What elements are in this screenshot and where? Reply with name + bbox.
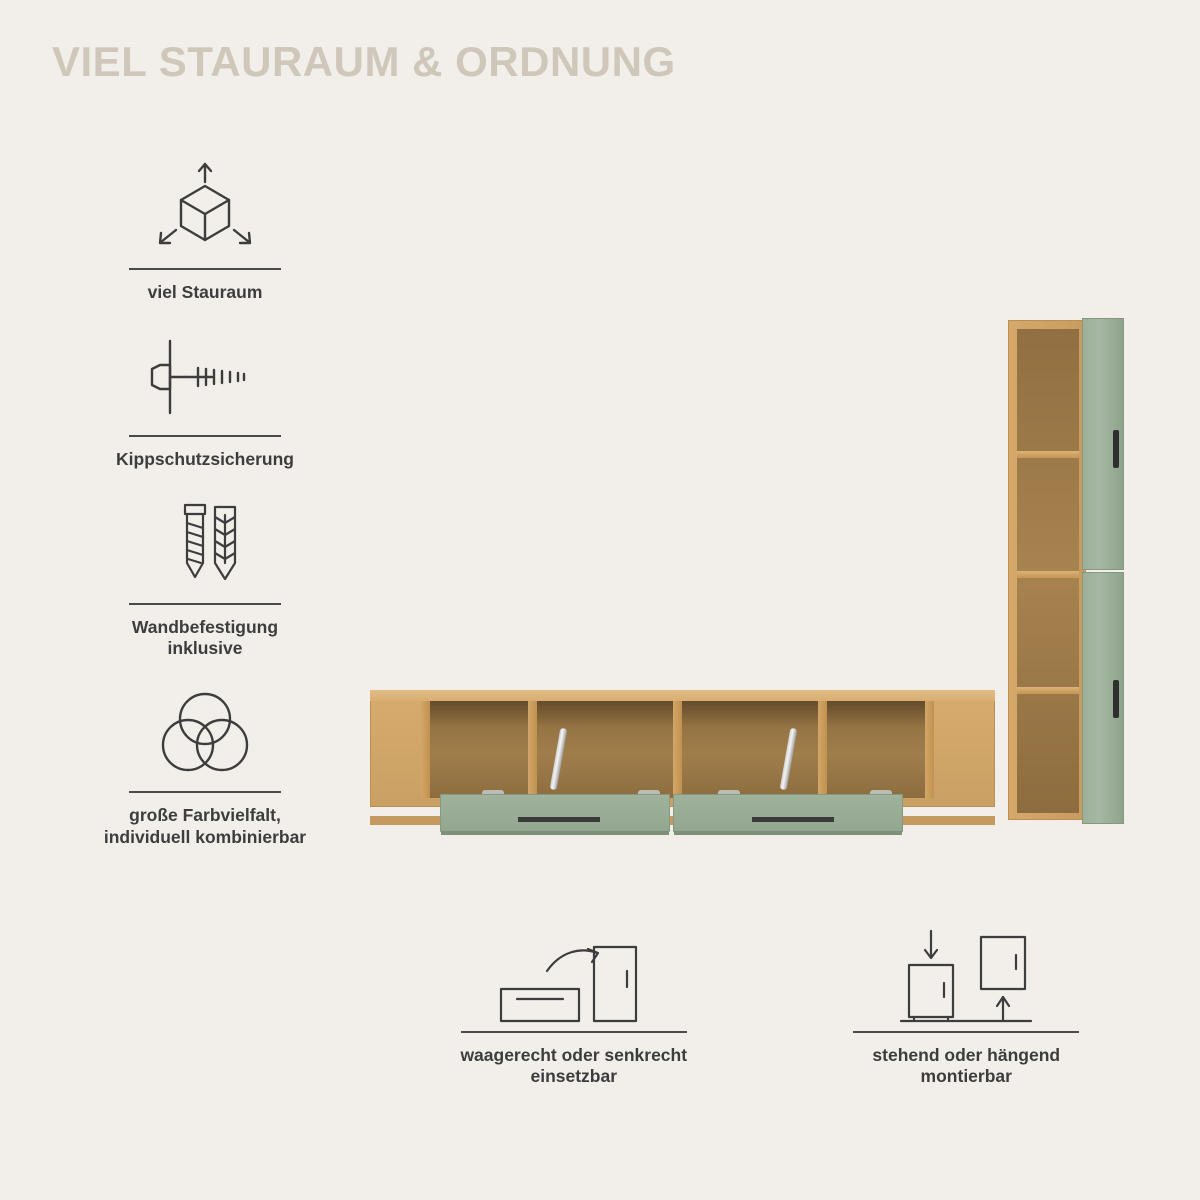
lowboard-divider xyxy=(528,701,537,798)
wall-anchor-screw-icon xyxy=(130,327,280,427)
flap-shadow-bar xyxy=(518,817,600,822)
feature-list: viel Stauraum xyxy=(60,160,350,872)
cube-arrows-icon xyxy=(145,160,265,260)
tall-cabinet-shelf xyxy=(1017,451,1079,458)
feature-label: Kippschutzsicherung xyxy=(116,449,294,470)
lowboard-divider xyxy=(673,701,682,798)
screw-and-dowel-icon xyxy=(145,495,265,595)
flap-door-left xyxy=(440,794,670,835)
feature-label-line2: montierbar xyxy=(920,1066,1012,1087)
feature-item-color-variety: große Farbvielfalt, individuell kombinie… xyxy=(60,683,350,848)
feature-divider xyxy=(129,791,281,794)
feature-label-line2: inklusive xyxy=(167,638,243,659)
feature-item-wall-mount: Wandbefestigung inklusive xyxy=(60,495,350,660)
feature-label-line1: stehend oder hängend xyxy=(872,1045,1061,1065)
lowboard-with-two-flap-doors xyxy=(370,690,995,835)
feature-divider xyxy=(129,435,281,438)
horizontal-vertical-icon xyxy=(489,925,659,1025)
feature-item-mounting: stehend oder hängend montierbar xyxy=(823,925,1111,1088)
door-handle-upper xyxy=(1113,430,1119,468)
lowboard-compartment xyxy=(827,701,925,798)
tall-cabinet-carcass xyxy=(1008,320,1086,820)
feature-label: Wandbefestigung inklusive xyxy=(132,617,278,660)
tall-cabinet-shelf xyxy=(1017,687,1079,694)
door-handle-lower xyxy=(1113,680,1119,718)
page-title: VIEL STAURAUM & ORDNUNG xyxy=(52,38,676,85)
feature-label-line1: waagerecht oder senkrecht xyxy=(460,1045,688,1065)
lowboard-top-panel xyxy=(370,690,995,701)
bottom-feature-list: waagerecht oder senkrecht einsetzbar xyxy=(430,925,1110,1088)
flap-door-right xyxy=(673,794,903,835)
feature-label-line2: einsetzbar xyxy=(530,1066,618,1087)
feature-item-tip-protection: Kippschutzsicherung xyxy=(60,327,350,470)
flap-shadow-bar xyxy=(752,817,834,822)
feature-divider xyxy=(853,1031,1080,1033)
tall-cabinet-shelf xyxy=(1017,571,1079,578)
lowboard-divider xyxy=(421,701,430,798)
feature-item-storage: viel Stauraum xyxy=(60,160,350,303)
feature-label: stehend oder hängend montierbar xyxy=(872,1045,1060,1088)
feature-divider xyxy=(129,602,281,605)
feature-label-line1: große Farbvielfalt, xyxy=(129,805,281,826)
lowboard-compartment xyxy=(537,701,673,798)
feature-label-line2: individuell kombinierbar xyxy=(103,826,307,847)
feature-label: waagerecht oder senkrecht einsetzbar xyxy=(460,1045,687,1088)
lowboard-divider xyxy=(818,701,827,798)
feature-label: große Farbvielfalt, individuell kombinie… xyxy=(104,805,306,848)
feature-label: viel Stauraum xyxy=(147,282,263,302)
product-photo xyxy=(360,318,1150,850)
feature-item-orientation: waagerecht oder senkrecht einsetzbar xyxy=(430,925,718,1088)
three-circles-icon xyxy=(140,683,270,783)
lowboard-compartment xyxy=(430,701,528,798)
tall-cabinet-with-two-doors xyxy=(1008,318,1136,824)
standing-hanging-icon xyxy=(881,925,1051,1025)
lowboard-divider xyxy=(925,701,934,798)
feature-divider xyxy=(460,1031,687,1033)
lowboard-compartment xyxy=(682,701,818,798)
feature-label-line1: Wandbefestigung xyxy=(131,616,279,637)
feature-divider xyxy=(129,268,281,270)
